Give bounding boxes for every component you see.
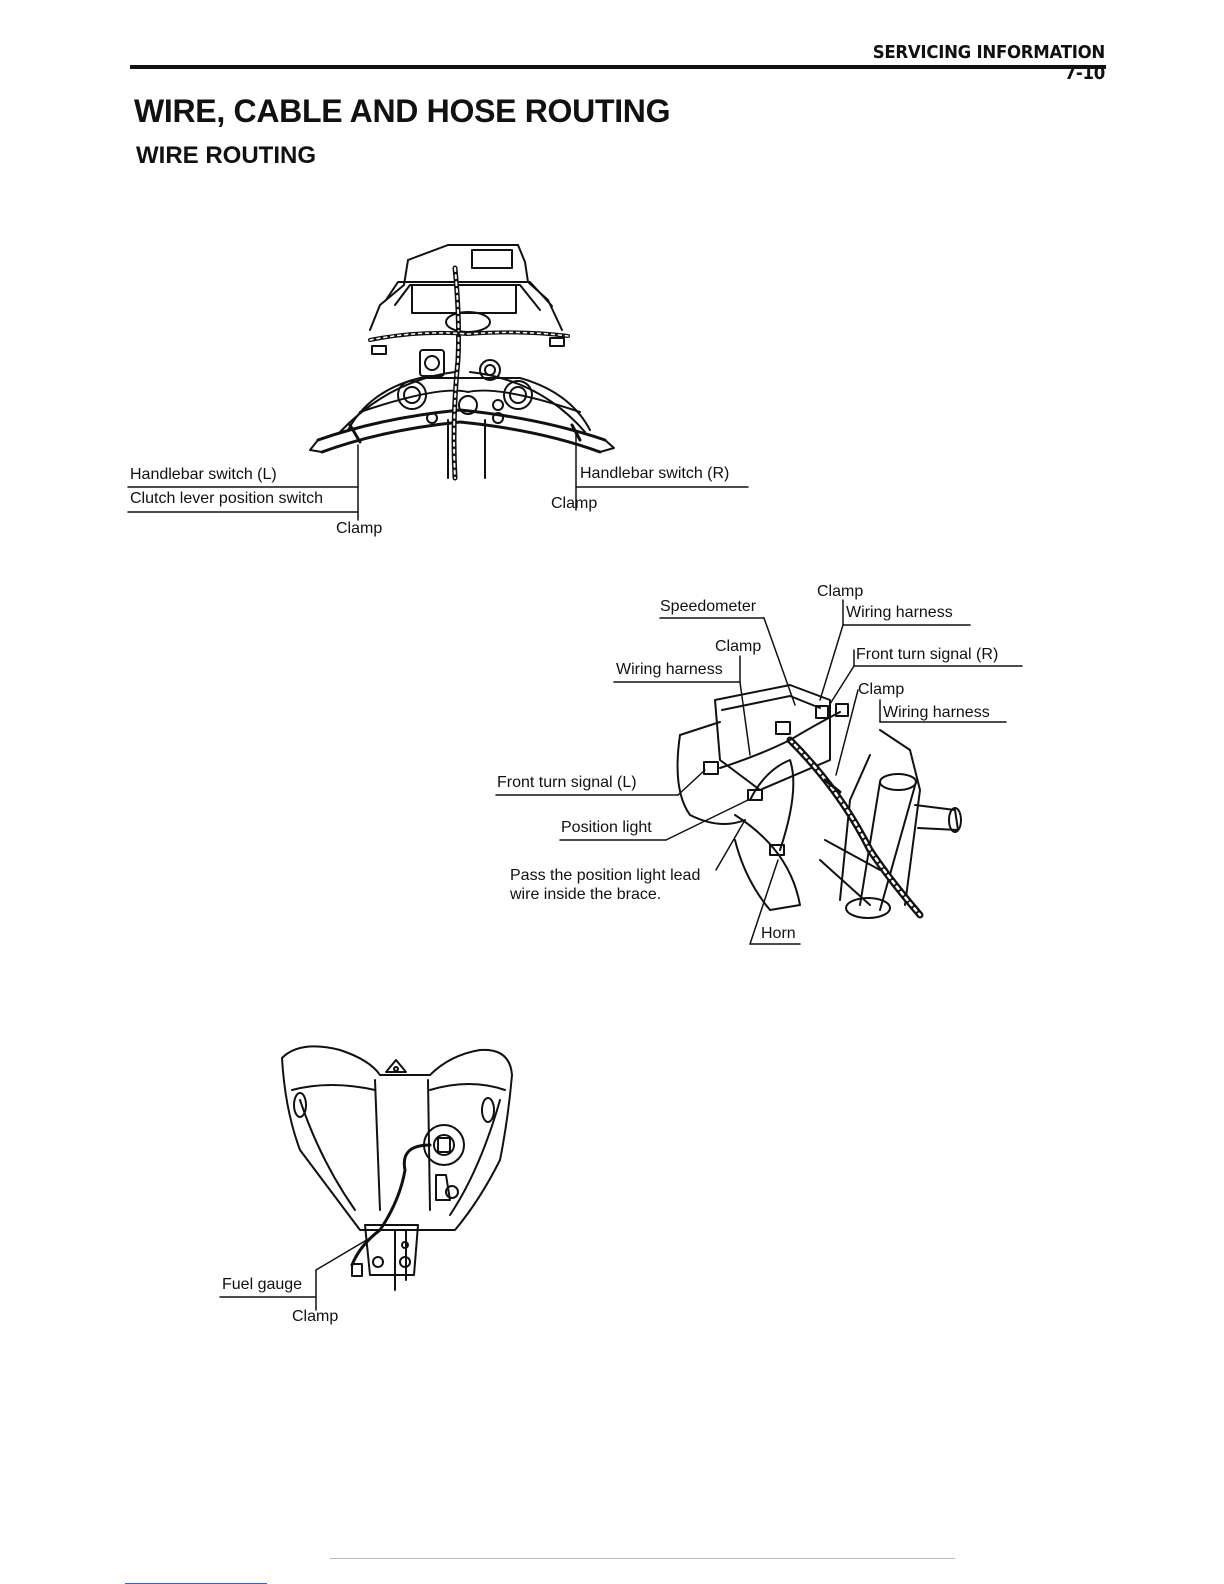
label-clamp-right: Clamp	[858, 681, 905, 698]
label-handlebar-switch-r: Handlebar switch (R)	[580, 465, 730, 482]
label-clamp-top: Clamp	[817, 583, 864, 600]
label-position-light: Position light	[561, 819, 652, 836]
label-fuel-gauge: Fuel gauge	[222, 1276, 303, 1293]
figure2-leaders	[495, 599, 1023, 945]
label-wiring-harness-top: Wiring harness	[846, 604, 953, 621]
label-wiring-harness-right: Wiring harness	[883, 704, 990, 721]
section-subtitle: WIRE ROUTING	[136, 142, 316, 169]
header-rule	[130, 65, 1106, 69]
front-harness-illustration	[676, 684, 962, 919]
label-clamp-right: Clamp	[551, 495, 598, 512]
label-clutch-lever-position-switch: Clutch lever position switch	[130, 490, 323, 507]
figure1-leaders	[127, 429, 749, 521]
label-wiring-harness-left: Wiring harness	[616, 661, 723, 678]
label-clamp-mid: Clamp	[715, 638, 762, 655]
footer-rule	[330, 1558, 955, 1559]
page-title: WIRE, CABLE AND HOSE ROUTING	[134, 93, 671, 129]
label-speedometer: Speedometer	[660, 598, 757, 615]
fuel-tank-illustration	[281, 1045, 513, 1291]
note-position-light-line2: wire inside the brace.	[510, 886, 662, 903]
figure3-leaders	[219, 1237, 371, 1311]
label-clamp-fuel: Clamp	[292, 1308, 339, 1325]
handlebar-illustration	[309, 244, 615, 481]
label-handlebar-switch-l: Handlebar switch (L)	[130, 466, 277, 483]
label-clamp-left: Clamp	[336, 520, 383, 537]
note-position-light-line1: Pass the position light lead	[510, 867, 701, 884]
label-front-turn-signal-l: Front turn signal (L)	[497, 774, 637, 791]
label-front-turn-signal-r: Front turn signal (R)	[856, 646, 999, 663]
label-horn: Horn	[761, 925, 796, 942]
